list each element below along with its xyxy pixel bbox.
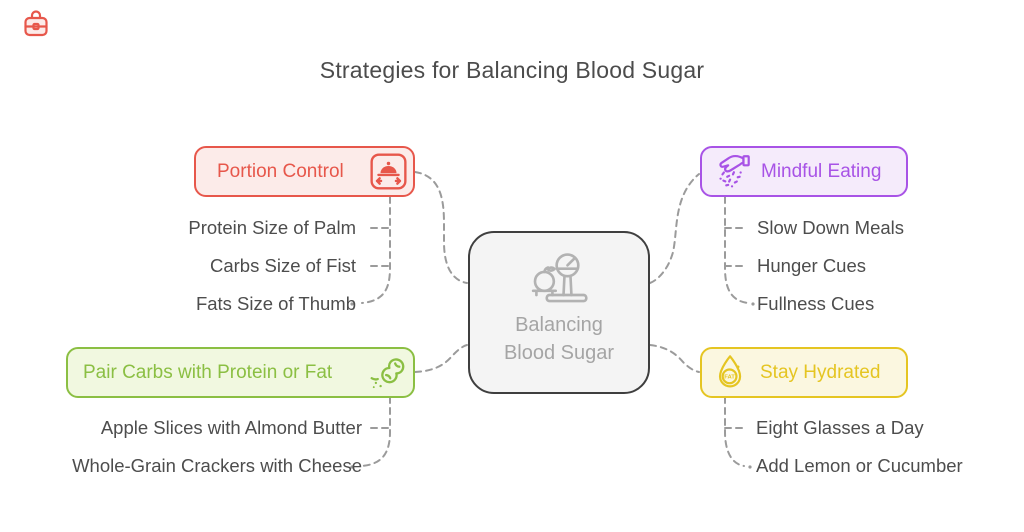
lunchbox-icon [22, 8, 50, 40]
sub-item-fats-size-of-thumb: Fats Size of Thumb [195, 293, 356, 314]
branch-label-stay-hydrated: Stay Hydrated [760, 361, 881, 383]
peanut-icon [368, 353, 410, 401]
sub-item-add-lemon-or-cucumber: Add Lemon or Cucumber [756, 455, 963, 476]
branch-label-mindful-eating: Mindful Eating [761, 160, 882, 182]
central-node-label: Balancing Blood Sugar [504, 311, 614, 367]
portion-cloche-icon [370, 153, 407, 196]
central-label-line1: Balancing [515, 314, 603, 336]
sub-item-hunger-cues: Hunger Cues [757, 255, 867, 276]
branch-line-paircarbs-items [361, 396, 391, 467]
fat-droplet-icon: FAT [710, 352, 752, 394]
branch-label-portion-control: Portion Control [217, 160, 344, 182]
sub-item-wholegrain-crackers-cheese: Whole-Grain Crackers with Cheese [72, 455, 362, 476]
branch-node-portion-control: Portion Control [194, 146, 415, 197]
sub-item-protein-size-of-palm: Protein Size of Palm [188, 217, 356, 238]
branch-line-portion-items [361, 196, 391, 304]
sub-item-eight-glasses-a-day: Eight Glasses a Day [756, 417, 924, 438]
svg-text:FAT: FAT [724, 374, 735, 380]
sub-item-fullness-cues: Fullness Cues [757, 293, 875, 314]
sub-item-apple-slices-almond-butter: Apple Slices with Almond Butter [100, 417, 362, 438]
branch-line-hydrated-items [724, 396, 745, 467]
scale-with-apple-icon [527, 248, 591, 310]
branch-node-mindful-eating: Mindful Eating [700, 146, 908, 197]
branch-label-pair-carbs: Pair Carbs with Protein or Fat [83, 361, 333, 383]
central-label-line2: Blood Sugar [503, 342, 615, 364]
branch-line-mindful-items [724, 196, 749, 304]
branch-node-stay-hydrated: FAT Stay Hydrated [700, 347, 908, 398]
connector-portion-to-center [414, 171, 468, 284]
connector-center-to-hydrated [649, 344, 700, 373]
connector-paircarbs-to-center [414, 344, 468, 373]
hand-sprinkling-icon [711, 151, 753, 193]
connector-center-to-mindful [649, 173, 700, 284]
branch-node-pair-carbs: Pair Carbs with Protein or Fat [66, 347, 415, 398]
page-title: Strategies for Balancing Blood Sugar [319, 57, 705, 83]
sub-item-slow-down-meals: Slow Down Meals [757, 217, 905, 238]
sub-item-carbs-size-of-fist: Carbs Size of Fist [210, 255, 356, 276]
central-node-balancing-blood-sugar: Balancing Blood Sugar [468, 231, 650, 394]
